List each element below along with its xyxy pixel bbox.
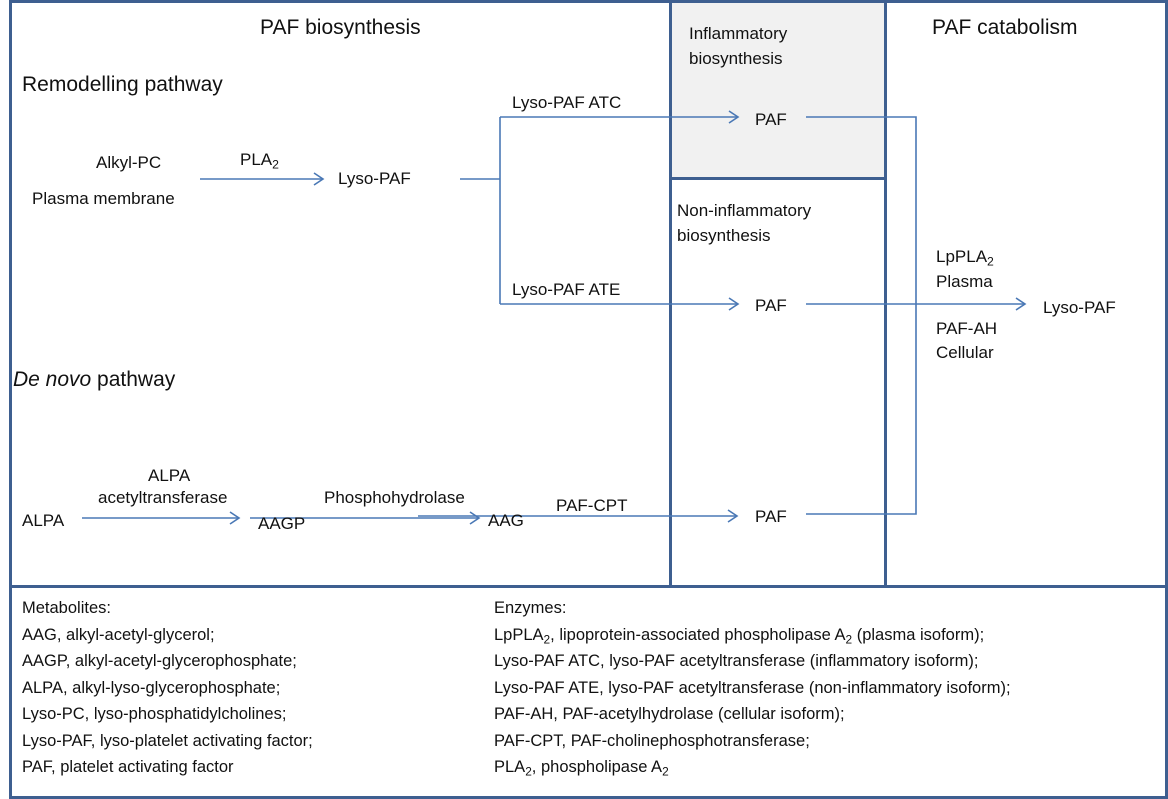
enzyme-text: LpPLA [494, 625, 544, 644]
alpa-acetyltransferase-line2: acetyltransferase [98, 488, 228, 507]
de-novo-italic: De novo [13, 368, 92, 391]
de-novo-rest: pathway [91, 368, 176, 391]
legend-divider [9, 585, 1168, 588]
enzyme-text: PLA [494, 758, 526, 776]
arrowhead-atc [728, 110, 740, 124]
inflammatory-title-line1: Inflammatory [689, 24, 788, 43]
metabolite-entry: AAG, alkyl-acetyl-glycerol; [22, 625, 215, 644]
enzyme-text: PAF-CPT, PAF-cholinephosphotransferase; [494, 731, 810, 750]
de-novo-pathway-title: De novo pathway [13, 368, 175, 392]
metabolites-header: Metabolites: [22, 599, 111, 617]
inflammatory-title-line2: biosynthesis [689, 49, 783, 68]
catabolism-title: PAF catabolism [932, 16, 1078, 39]
arrowhead-paf-cpt [727, 509, 739, 523]
non-inflammatory-title-line1: Non-inflammatory [677, 201, 812, 220]
alpa-node: ALPA [22, 511, 65, 530]
paf-inflammatory-node: PAF [755, 110, 787, 129]
enzyme-text: PAF-AH, PAF-acetylhydrolase (cellular is… [494, 705, 845, 723]
pla2-base: PLA [240, 150, 273, 169]
divider-inflammatory-catabolism [884, 0, 887, 587]
enzymes-header: Enzymes: [494, 599, 567, 617]
divider-biosynthesis-inflammatory [669, 0, 672, 587]
alpa-acetyltransferase-line1: ALPA [148, 466, 191, 485]
pla2-sub: 2 [272, 157, 279, 172]
enzyme-sub: 2 [525, 764, 532, 779]
divider-inflammatory-noninflammatory [669, 177, 887, 180]
arrowhead-alpa [229, 511, 241, 525]
enzyme-text: , phospholipase A [531, 758, 663, 776]
remodelling-pathway-title: Remodelling pathway [22, 73, 223, 96]
lppla2-label: LpPLA2 [936, 247, 994, 269]
pla2-enzyme-label: PLA2 [240, 150, 279, 172]
metabolite-entry: AAGP, alkyl-acetyl-glycerophosphate; [22, 652, 297, 670]
metabolite-entry: PAF, platelet activating factor [22, 758, 234, 776]
metabolite-entry: Lyso-PC, lyso-phosphatidylcholines; [22, 705, 287, 723]
non-inflammatory-title-line2: biosynthesis [677, 226, 771, 245]
enzyme-entry: PLA2, phospholipase A2 [494, 754, 1011, 781]
metabolites-legend: Metabolites: AAG, alkyl-acetyl-glycerol;… [22, 595, 313, 781]
enzyme-sub: 2 [662, 764, 669, 779]
lyso-paf-catabolism-node: Lyso-PAF [1043, 298, 1116, 317]
paf-cpt-label: PAF-CPT [556, 496, 628, 515]
enzymes-legend: Enzymes: LpPLA2, lipoprotein-associated … [494, 595, 1011, 781]
lyso-paf-ate-label: Lyso-PAF ATE [512, 280, 621, 299]
cellular-location-label: Cellular [936, 343, 994, 362]
enzyme-text: Lyso-PAF ATC, lyso-PAF acetyltransferase… [494, 652, 979, 670]
metabolite-entry: Lyso-PAF, lyso-platelet activating facto… [22, 731, 313, 750]
enzyme-sub: 2 [543, 632, 551, 647]
arrowhead-phosphohydrolase [469, 511, 481, 525]
plasma-location-label: Plasma [936, 272, 993, 291]
lyso-paf-atc-label: Lyso-PAF ATC [512, 93, 622, 112]
arrowhead-pla2 [313, 172, 325, 186]
phosphohydrolase-label: Phosphohydrolase [324, 488, 465, 507]
paf-non-inflammatory-node: PAF [755, 296, 787, 315]
enzyme-entry: Lyso-PAF ATC, lyso-PAF acetyltransferase… [494, 648, 1011, 675]
enzyme-text: Lyso-PAF ATE, lyso-PAF acetyltransferase… [494, 678, 1011, 697]
enzyme-text: (plasma isoform); [852, 625, 985, 644]
enzyme-entry: LpPLA2, lipoprotein-associated phospholi… [494, 622, 1011, 649]
paf-de-novo-node: PAF [755, 507, 787, 526]
diagram-outer-frame [9, 0, 1168, 799]
metabolite-entry: ALPA, alkyl-lyso-glycerophosphate; [22, 678, 281, 697]
alkyl-pc-label: Alkyl-PC [96, 153, 162, 172]
arrowhead-catabolism [1015, 297, 1027, 311]
aagp-node: AAGP [258, 514, 306, 533]
enzyme-entry: Lyso-PAF ATE, lyso-PAF acetyltransferase… [494, 675, 1011, 702]
lppla2-base: LpPLA [936, 247, 988, 266]
enzyme-entry: PAF-AH, PAF-acetylhydrolase (cellular is… [494, 701, 1011, 728]
paf-ah-label: PAF-AH [936, 319, 998, 338]
lppla2-sub: 2 [987, 254, 994, 269]
inflammatory-biosynthesis-panel [670, 2, 886, 179]
aag-node: AAG [488, 511, 524, 530]
enzyme-entry: PAF-CPT, PAF-cholinephosphotransferase; [494, 728, 1011, 755]
enzyme-sub: 2 [845, 632, 853, 647]
biosynthesis-title: PAF biosynthesis [260, 16, 421, 39]
plasma-membrane-label: Plasma membrane [32, 189, 175, 208]
arrowhead-ate [728, 297, 740, 311]
connector-inflammatory-paf [806, 116, 917, 515]
enzyme-text: , lipoprotein-associated phospholipase A [550, 625, 846, 644]
lyso-paf-node: Lyso-PAF [338, 169, 411, 188]
